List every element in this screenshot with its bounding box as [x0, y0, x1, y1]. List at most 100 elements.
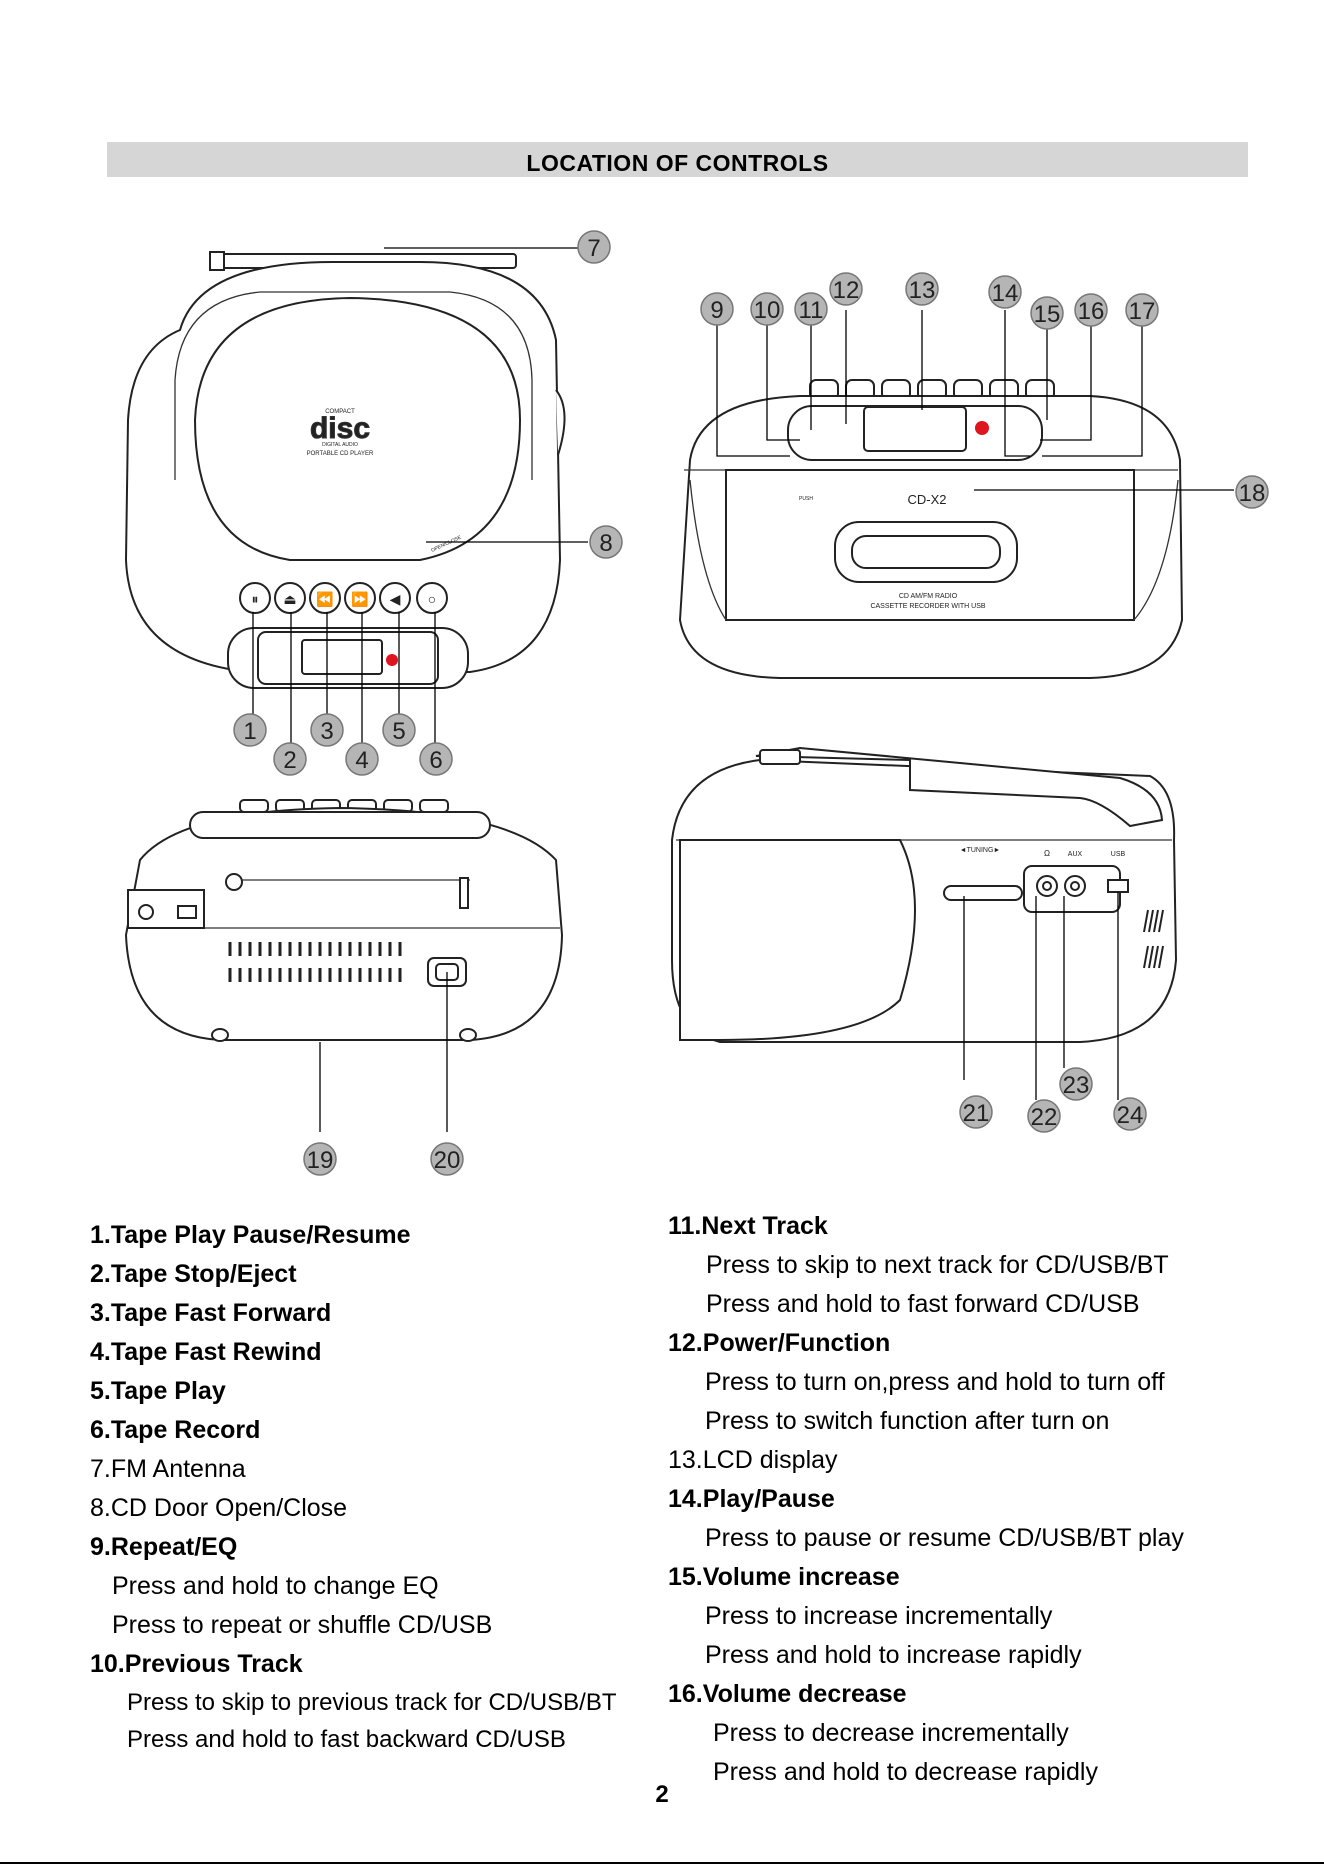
- svg-text:Ω: Ω: [1044, 849, 1050, 858]
- list-item-desc: Press to repeat or shuffle CD/USB: [112, 1611, 493, 1639]
- list-item: 6.Tape Record: [90, 1416, 261, 1444]
- list-item-desc: Press to turn on,press and hold to turn …: [705, 1368, 1165, 1396]
- svg-text:DIGITAL AUDIO: DIGITAL AUDIO: [322, 442, 358, 448]
- svg-text:⏏: ⏏: [283, 591, 296, 607]
- callout-1: 1: [233, 713, 267, 747]
- callout-4: 4: [345, 742, 379, 776]
- svg-text:20: 20: [434, 1147, 461, 1174]
- svg-text:2: 2: [283, 747, 296, 774]
- list-item: 1.Tape Play Pause/Resume: [90, 1221, 411, 1249]
- list-item-desc: Press to pause or resume CD/USB/BT play: [705, 1524, 1184, 1552]
- list-item: 8.CD Door Open/Close: [90, 1494, 348, 1522]
- section-title: LOCATION OF CONTROLS: [526, 150, 829, 176]
- list-item: 14.Play/Pause: [668, 1485, 835, 1513]
- list-item: 16.Volume decrease: [668, 1680, 907, 1708]
- svg-text:◄TUNING►: ◄TUNING►: [960, 847, 1001, 854]
- list-item-desc: Press to skip to next track for CD/USB/B…: [706, 1251, 1169, 1279]
- svg-text:COMPACT: COMPACT: [325, 409, 355, 415]
- svg-text:⏪: ⏪: [316, 591, 333, 608]
- svg-text:◀: ◀: [390, 591, 401, 607]
- callout-17: 17: [1125, 293, 1159, 327]
- callout-11: 11: [794, 292, 828, 326]
- list-item: 7.FM Antenna: [90, 1455, 246, 1483]
- callout-3: 3: [310, 713, 344, 747]
- callout-13: 13: [905, 272, 939, 306]
- svg-text:23: 23: [1063, 1072, 1090, 1099]
- callout-5: 5: [382, 713, 416, 747]
- svg-text:PUSH: PUSH: [799, 496, 813, 502]
- svg-text:15: 15: [1034, 301, 1061, 328]
- svg-text:⏸: ⏸: [252, 591, 259, 607]
- callout-20: 20: [430, 1142, 464, 1176]
- rear-view-illustration: [124, 799, 564, 1132]
- side-view-illustration: ◄TUNING► Ω AUX USB: [671, 746, 1178, 1100]
- page-number: 2: [655, 1781, 669, 1808]
- controls-list-right: 11.Next Track Press to skip to next trac…: [668, 1207, 1184, 1792]
- svg-text:11: 11: [799, 297, 824, 324]
- svg-text:17: 17: [1129, 298, 1156, 325]
- svg-text:24: 24: [1117, 1102, 1144, 1129]
- svg-text:7: 7: [587, 235, 600, 262]
- list-item: 11.Next Track: [668, 1212, 828, 1240]
- list-item-desc: Press and hold to fast forward CD/USB: [706, 1290, 1140, 1318]
- controls-list-left: 1.Tape Play Pause/Resume 2.Tape Stop/Eje…: [90, 1216, 616, 1758]
- callout-7: 7: [577, 230, 611, 264]
- callout-10: 10: [750, 292, 784, 326]
- svg-text:3: 3: [320, 718, 333, 745]
- svg-text:12: 12: [833, 277, 860, 304]
- svg-text:21: 21: [963, 1100, 990, 1127]
- list-item-desc: Press to decrease incrementally: [713, 1719, 1069, 1747]
- list-item-desc: Press to switch function after turn on: [705, 1407, 1110, 1435]
- svg-text:10: 10: [754, 297, 781, 324]
- svg-text:6: 6: [429, 747, 442, 774]
- callout-2: 2: [273, 742, 307, 776]
- list-item-desc: Press to increase incrementally: [705, 1602, 1053, 1630]
- svg-text:4: 4: [355, 747, 368, 774]
- svg-text:22: 22: [1031, 1104, 1058, 1131]
- svg-text:8: 8: [599, 530, 612, 557]
- svg-text:USB: USB: [1111, 851, 1126, 858]
- callout-8: 8: [589, 525, 623, 559]
- callout-22: 22: [1027, 1099, 1061, 1133]
- list-item: 9.Repeat/EQ: [90, 1533, 238, 1561]
- callout-21: 21: [959, 1095, 993, 1129]
- callout-24: 24: [1113, 1097, 1147, 1131]
- svg-text:5: 5: [392, 718, 405, 745]
- callout-14: 14: [988, 275, 1022, 309]
- list-item-desc: Press and hold to increase rapidly: [705, 1641, 1082, 1669]
- svg-text:CASSETTE RECORDER WITH USB: CASSETTE RECORDER WITH USB: [870, 603, 985, 610]
- callout-15: 15: [1030, 296, 1064, 330]
- svg-text:AUX: AUX: [1068, 851, 1083, 858]
- svg-text:1: 1: [243, 718, 256, 745]
- callout-23: 23: [1059, 1067, 1093, 1101]
- section-title-bar: LOCATION OF CONTROLS: [107, 142, 1248, 177]
- svg-text:PORTABLE CD PLAYER: PORTABLE CD PLAYER: [307, 451, 374, 457]
- svg-text:9: 9: [710, 297, 723, 324]
- svg-text:CD AM/FM RADIO: CD AM/FM RADIO: [899, 593, 958, 600]
- list-item-desc: Press and hold to decrease rapidly: [713, 1758, 1098, 1786]
- callout-12: 12: [829, 272, 863, 306]
- list-item-desc: Press to skip to previous track for CD/U…: [127, 1689, 617, 1716]
- svg-text:○: ○: [428, 591, 436, 607]
- callout-6: 6: [419, 742, 453, 776]
- svg-text:CD-X2: CD-X2: [907, 492, 946, 507]
- callout-18: 18: [1235, 475, 1269, 509]
- front-view-illustration: CD-X2 PUSH CD AM/FM RADIO CASSETTE RECOR…: [678, 310, 1234, 679]
- svg-text:13: 13: [909, 277, 936, 304]
- svg-text:16: 16: [1078, 298, 1105, 325]
- list-item: 5.Tape Play: [90, 1377, 226, 1405]
- svg-text:14: 14: [992, 280, 1019, 307]
- list-item-desc: Press and hold to change EQ: [112, 1572, 439, 1600]
- top-view-illustration: COMPACT disc DIGITAL AUDIO PORTABLE CD P…: [124, 247, 588, 745]
- device-illustrations: COMPACT disc DIGITAL AUDIO PORTABLE CD P…: [124, 230, 1269, 1176]
- callout-19: 19: [303, 1142, 337, 1176]
- list-item: 15.Volume increase: [668, 1563, 900, 1591]
- list-item: 2.Tape Stop/Eject: [90, 1260, 297, 1288]
- svg-text:18: 18: [1239, 480, 1266, 507]
- callout-16: 16: [1074, 293, 1108, 327]
- svg-text:disc: disc: [310, 412, 370, 445]
- svg-text:19: 19: [307, 1147, 334, 1174]
- list-item: 10.Previous Track: [90, 1650, 303, 1678]
- list-item: 3.Tape Fast Forward: [90, 1299, 332, 1327]
- callout-9: 9: [700, 292, 734, 326]
